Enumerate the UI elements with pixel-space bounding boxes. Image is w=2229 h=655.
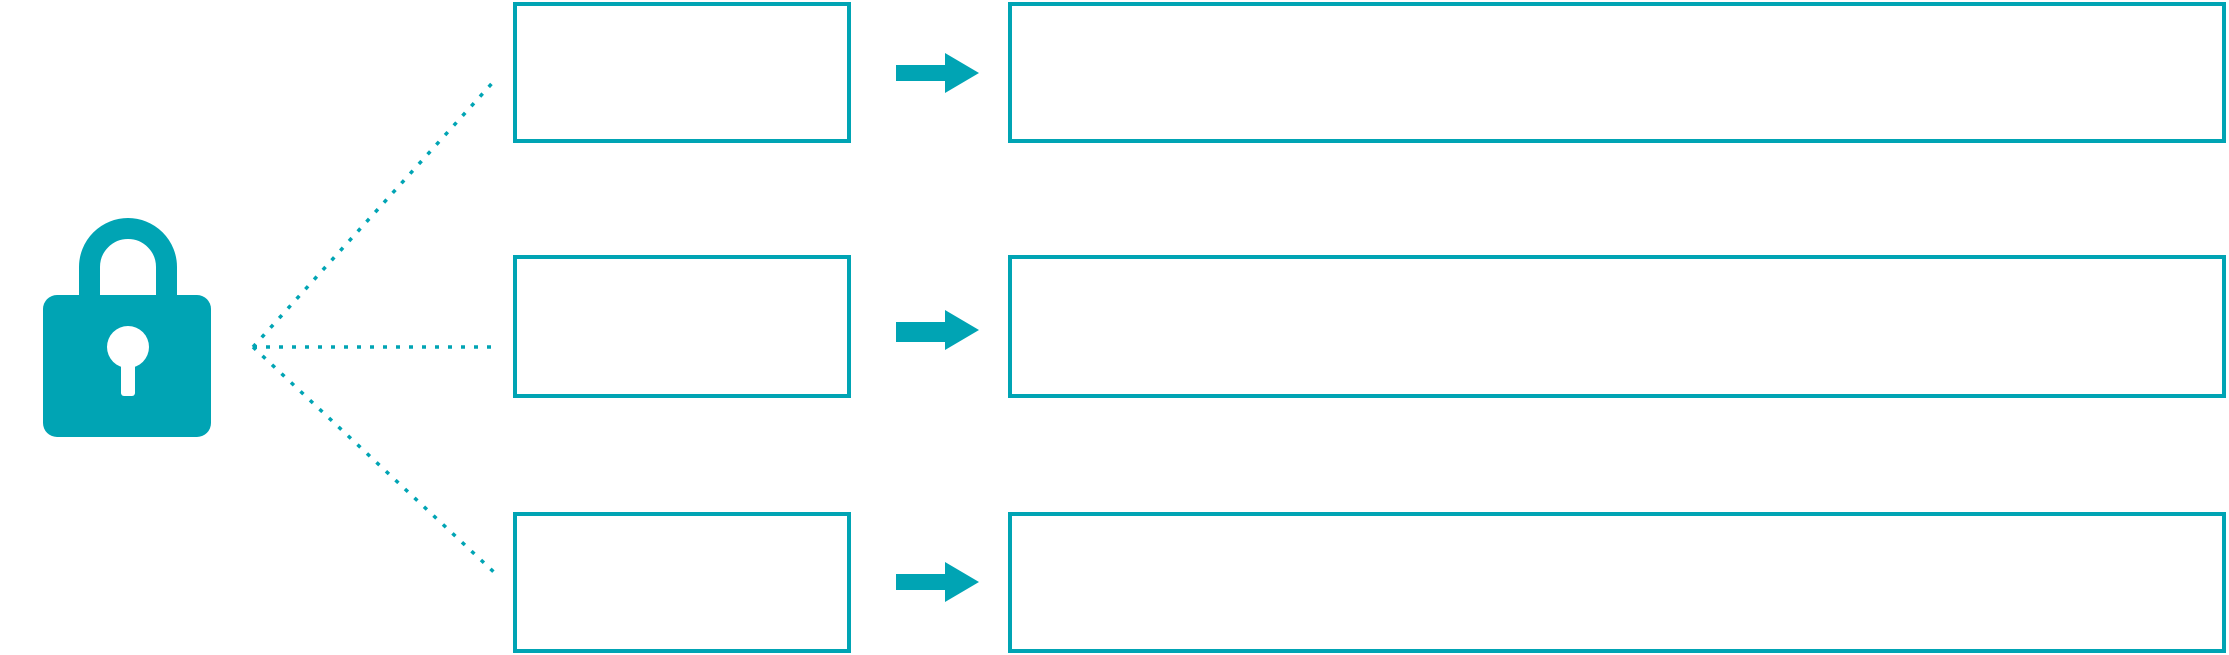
dotted-connector-bottom <box>251 345 499 577</box>
detail-box-1 <box>1008 2 2226 143</box>
lock-icon <box>43 218 211 437</box>
topic-box-2 <box>513 255 851 398</box>
dotted-connector-top <box>251 78 497 349</box>
detail-box-2 <box>1008 255 2226 398</box>
topic-box-3 <box>513 512 851 653</box>
detail-box-3 <box>1008 512 2226 653</box>
right-arrow-icon-2 <box>896 310 979 350</box>
right-arrow-icon-3 <box>896 562 979 602</box>
lock-keyhole-stem <box>121 347 135 396</box>
lock-shackle <box>79 218 177 296</box>
right-arrow-icon-1 <box>896 53 979 93</box>
topic-box-1 <box>513 2 851 143</box>
